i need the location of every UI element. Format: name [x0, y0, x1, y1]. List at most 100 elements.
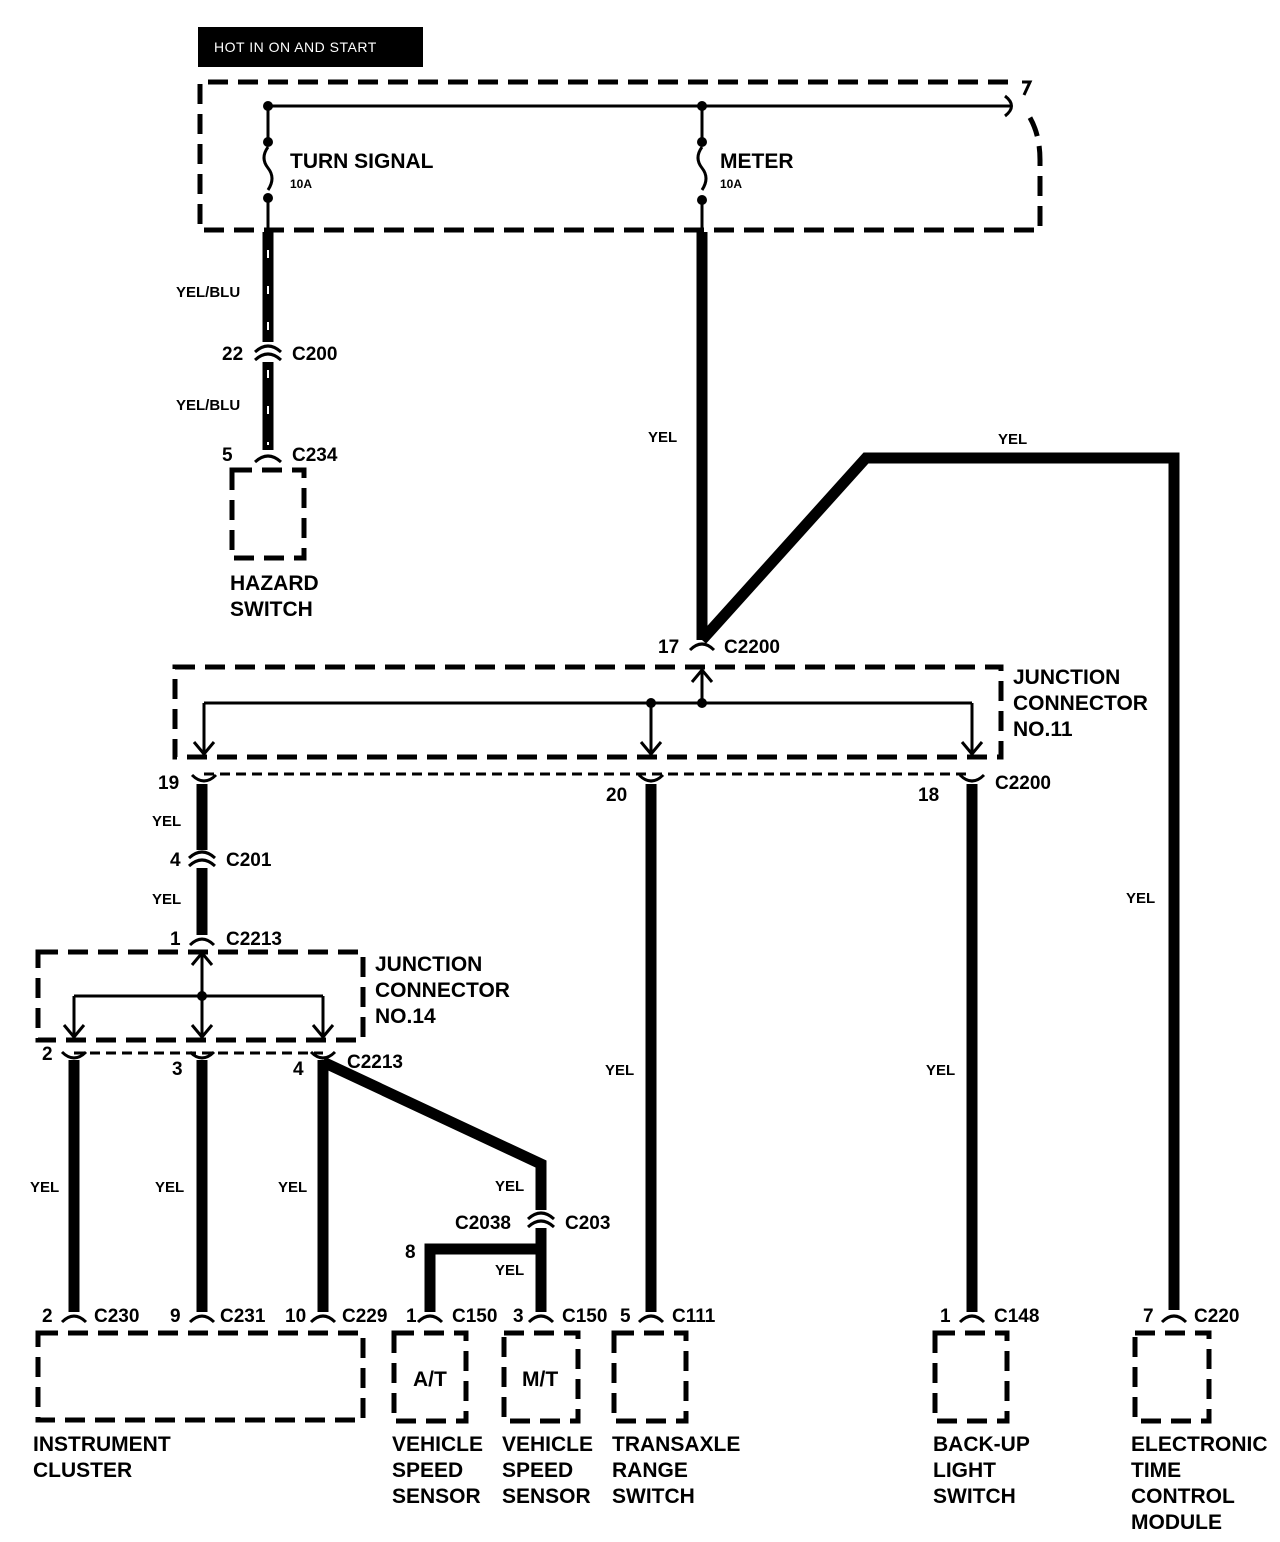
wire-label-yel-blu-1: YEL/BLU: [176, 284, 240, 301]
etcm-label-4: MODULE: [1131, 1511, 1222, 1534]
vss-mt-box: [501, 1330, 581, 1424]
jc14-node: [197, 991, 207, 1001]
c2213-out-pin-2: 2: [42, 1044, 53, 1065]
vss-mt-inner: M/T: [522, 1368, 558, 1391]
c111-connector-icon: [637, 1314, 665, 1324]
hot-label: HOT IN ON AND START: [214, 39, 377, 55]
wire-label-pin-8: YEL: [495, 1262, 524, 1279]
c2200-out-label: C2200: [995, 773, 1051, 794]
c111-label: C111: [672, 1306, 716, 1327]
etcm-label-3: CONTROL: [1131, 1485, 1235, 1508]
c150-at-pin: 1: [406, 1306, 417, 1327]
vss-at-label-3: SENSOR: [392, 1485, 481, 1508]
wire-label-inst-10: YEL: [278, 1179, 307, 1196]
etcm-label-1: ELECTRONIC: [1131, 1433, 1268, 1456]
turn-signal-fuse-icon: [262, 146, 274, 191]
hazard-switch-label-2: SWITCH: [230, 598, 313, 621]
c148-label: C148: [994, 1306, 1039, 1327]
c220-connector-icon: [1160, 1314, 1188, 1324]
wire-label-backup: YEL: [926, 1062, 955, 1079]
c2200-in-label: C2200: [724, 637, 780, 658]
c229-label: C229: [342, 1306, 387, 1327]
turn-signal-fuse-label: TURN SIGNAL: [290, 150, 434, 173]
c150-mt-pin: 3: [513, 1306, 524, 1327]
c2213-out-label: C2213: [347, 1052, 403, 1073]
jc14-down-arrow-3-icon: [190, 1024, 214, 1040]
wire-label-19-lower: YEL: [152, 891, 181, 908]
c2200-in-pin: 17: [658, 637, 679, 658]
vss-at-label-2: SPEED: [392, 1459, 463, 1482]
c111-pin: 5: [620, 1306, 631, 1327]
transaxle-box: [611, 1330, 689, 1424]
c229-connector-icon: [309, 1314, 337, 1324]
jc11-up-arrow-icon: [690, 667, 714, 683]
vss-mt-label-3: SENSOR: [502, 1485, 591, 1508]
jc14-label-2: CONNECTOR: [375, 979, 510, 1002]
c2213-out-4-icon: [309, 1050, 337, 1060]
jc11-node-a: [697, 698, 707, 708]
jc11-label-3: NO.11: [1013, 718, 1073, 741]
c2200-out-19-icon: [190, 773, 218, 783]
c234-connector-icon: [253, 454, 283, 464]
instrument-cluster-label-2: CLUSTER: [33, 1459, 132, 1482]
c2200-in-connector-icon: [688, 642, 716, 652]
c2200-out-pin-20: 20: [606, 785, 627, 806]
c2213-out-pin-4: 4: [293, 1059, 304, 1080]
instrument-cluster-label-1: INSTRUMENT: [33, 1433, 171, 1456]
jc11-down-arrow-20-icon: [639, 741, 663, 757]
jc11-down-arrow-19-icon: [192, 741, 216, 757]
bus-break-icon: [1004, 94, 1013, 118]
jc14-up-arrow-icon: [190, 950, 214, 966]
wire-label-inst-9: YEL: [155, 1179, 184, 1196]
c203-connector-icon: [526, 1211, 556, 1229]
wire-label-19-upper: YEL: [152, 813, 181, 830]
turn-fuse-terminal-top: [263, 137, 273, 147]
c200-label: C200: [292, 344, 337, 365]
hazard-switch-box: [229, 467, 307, 561]
c2213-out-3-icon: [188, 1050, 216, 1060]
c231-pin: 9: [170, 1306, 181, 1327]
yel-wire-pin-8: [424, 1243, 541, 1312]
transaxle-label-1: TRANSAXLE: [612, 1433, 740, 1456]
c2200-out-pin-19: 19: [158, 773, 179, 794]
wire-label-c203: YEL: [495, 1178, 524, 1195]
vss-at-label-1: VEHICLE: [392, 1433, 483, 1456]
vss-at-box: [391, 1330, 469, 1424]
c200-connector-icon: [253, 344, 283, 362]
transaxle-label-2: RANGE: [612, 1459, 688, 1482]
c2213-out-pin-3: 3: [172, 1059, 183, 1080]
c150-mt-label: C150: [562, 1306, 607, 1327]
backup-label-3: SWITCH: [933, 1485, 1016, 1508]
etcm-yel-wire: [697, 452, 1180, 1310]
fuse-box-outline: [197, 79, 1043, 233]
jc14-label-3: NO.14: [375, 1005, 436, 1028]
c201-label: C201: [226, 850, 272, 871]
c234-pin: 5: [222, 445, 233, 466]
c203-label: C203: [565, 1213, 610, 1234]
wire-label-etcm-yel-side: YEL: [1126, 890, 1155, 907]
c231-connector-icon: [188, 1314, 216, 1324]
c2200-out-20-icon: [637, 773, 665, 783]
c230-label: C230: [94, 1306, 139, 1327]
wire-label-inst-2: YEL: [30, 1179, 59, 1196]
c2200-out-pin-18: 18: [918, 785, 939, 806]
meter-fuse-label: METER: [720, 150, 794, 173]
c150-at-label: C150: [452, 1306, 497, 1327]
junction-connector-11-box: [172, 664, 1004, 760]
c150-at-connector-icon: [416, 1314, 444, 1324]
c201-pin: 4: [170, 850, 181, 871]
meter-fuse-rating: 10A: [720, 177, 742, 191]
wire-label-yel-blu-2: YEL/BLU: [176, 397, 240, 414]
wire-label-meter-yel: YEL: [648, 429, 677, 446]
c2213-in-label: C2213: [226, 929, 282, 950]
vss-at-inner: A/T: [413, 1368, 447, 1391]
etcm-label-2: TIME: [1131, 1459, 1181, 1482]
hazard-switch-label-1: HAZARD: [230, 572, 319, 595]
c2213-in-pin: 1: [170, 929, 181, 950]
c2038-label: C2038: [455, 1213, 511, 1234]
hot-label-box: [198, 27, 423, 67]
meter-fuse-terminal-top: [697, 137, 707, 147]
jc14-down-arrow-2-icon: [62, 1024, 86, 1040]
c230-connector-icon: [60, 1314, 88, 1324]
